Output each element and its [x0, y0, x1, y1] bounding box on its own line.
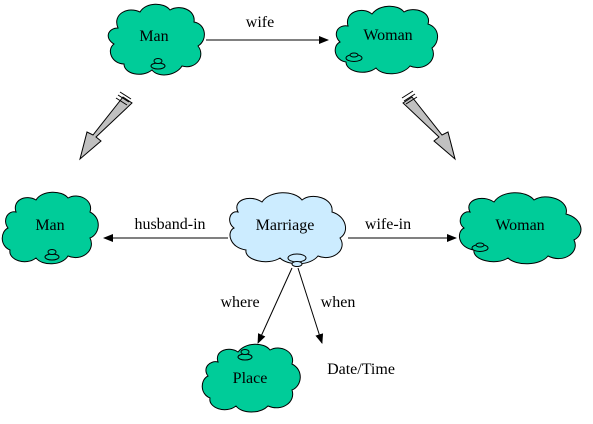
big-arrow-right: [401, 90, 456, 161]
edge-when: when: [297, 267, 356, 344]
edge-where-label: where: [220, 294, 259, 311]
cloud-tail-icon: [471, 242, 489, 252]
cloud-tail-icon: [150, 58, 166, 70]
edge-when-label: when: [321, 294, 356, 311]
edge-wife-label: wife: [246, 14, 274, 31]
cloud-place: Place: [201, 343, 301, 413]
edge-husband-in-label: husband-in: [134, 216, 205, 233]
edge-husband-in: husband-in: [103, 216, 228, 242]
cloud-man-top: Man: [107, 3, 205, 76]
cloud-woman-right: Woman: [458, 192, 582, 265]
cloud-marriage: Marriage: [229, 192, 347, 267]
node-marriage-label: Marriage: [256, 217, 315, 234]
node-man-left-label: Man: [35, 217, 64, 234]
node-man-top-label: Man: [139, 28, 168, 45]
node-woman-right-label: Woman: [495, 217, 544, 234]
cloud-woman-top: Woman: [334, 5, 438, 75]
edge-where: where: [220, 267, 293, 344]
cloud-tail-icon: [287, 253, 307, 267]
node-woman-top-label: Woman: [363, 27, 412, 44]
node-date-time-label: Date/Time: [327, 361, 395, 378]
cloud-tail-icon: [237, 349, 253, 361]
cloud-tail-icon: [345, 52, 363, 62]
cloud-man-left: Man: [1, 191, 99, 265]
edge-wife-in-label: wife-in: [365, 216, 411, 233]
node-place-label: Place: [233, 370, 268, 387]
edge-wife: wife: [206, 14, 329, 44]
big-arrow-left: [79, 91, 133, 161]
cloud-tail-icon: [44, 249, 60, 261]
edge-wife-in: wife-in: [348, 216, 457, 242]
